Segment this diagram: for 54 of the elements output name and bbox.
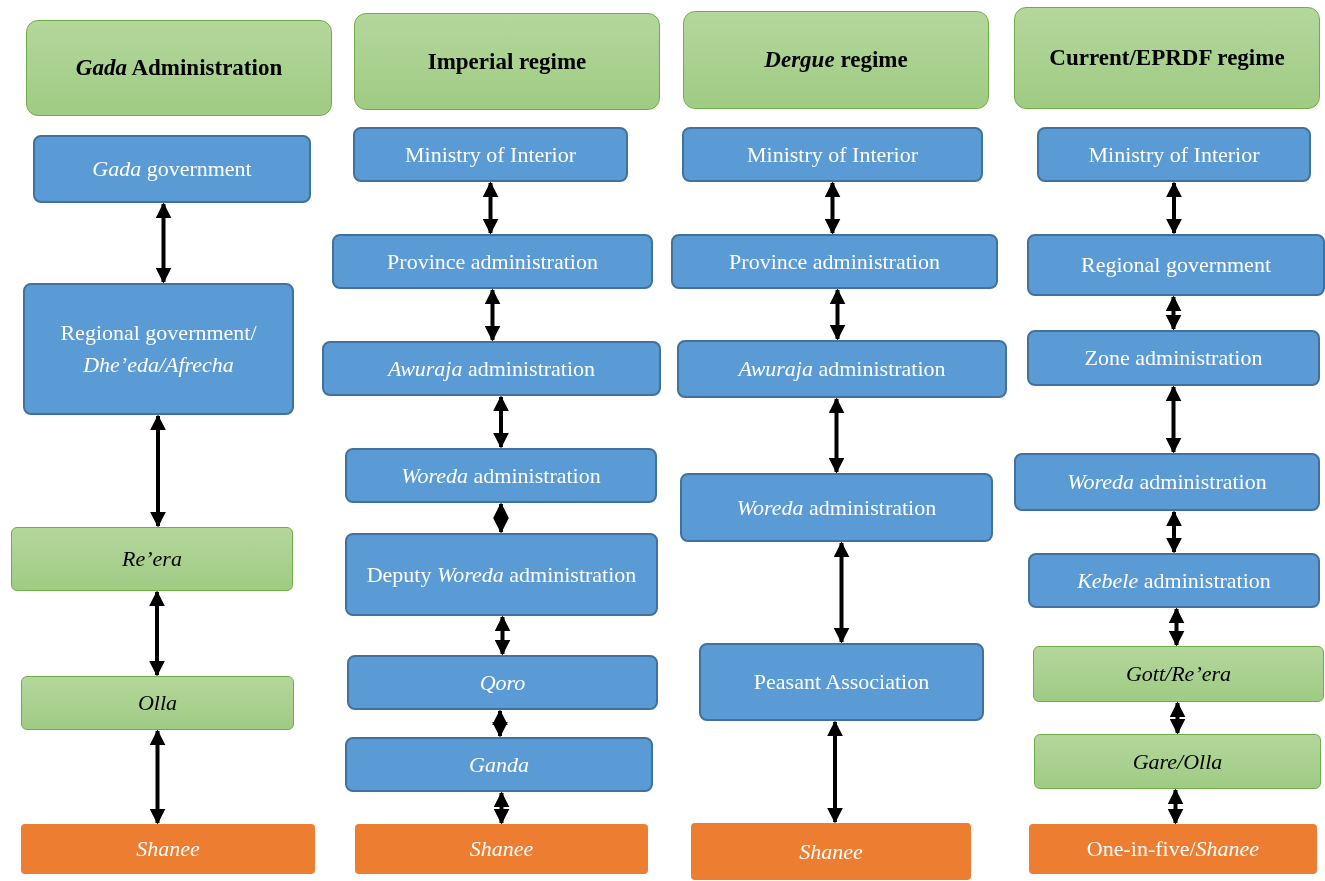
- admin-level-box: Province administration: [671, 234, 998, 289]
- double-arrow: [1167, 788, 1184, 825]
- double-arrow: [1166, 510, 1182, 554]
- regime-header-box: Current/EPRDF regime: [1014, 7, 1320, 109]
- admin-level-box: Woreda administration: [680, 473, 993, 542]
- double-arrow: [149, 729, 166, 825]
- double-arrow: [833, 541, 850, 644]
- admin-level-box: Ministry of Interior: [1037, 127, 1311, 182]
- double-arrow: [1168, 607, 1185, 647]
- admin-level-box: Woreda administration: [1014, 453, 1320, 511]
- admin-level-box: Awuraja administration: [322, 341, 661, 396]
- local-unit-box: Gott/Re’era: [1033, 646, 1324, 702]
- double-arrow: [482, 181, 499, 235]
- local-unit-box: Olla: [21, 676, 294, 730]
- admin-level-box: Province administration: [332, 234, 653, 289]
- double-arrow: [494, 615, 511, 656]
- local-unit-box: Gare/Olla: [1034, 734, 1321, 789]
- regime-header-box: Imperial regime: [354, 13, 660, 110]
- regime-header-box: Dergue regime: [683, 11, 989, 109]
- base-unit-box: One-in-five/Shanee: [1029, 824, 1317, 874]
- double-arrow: [1165, 385, 1182, 454]
- double-arrow: [492, 709, 508, 738]
- double-arrow: [827, 720, 843, 824]
- admin-level-box: Ministry of Interior: [353, 127, 628, 182]
- regime-header-box: Gada Administration: [26, 20, 332, 116]
- double-arrow: [150, 414, 166, 528]
- double-arrow: [828, 397, 845, 474]
- double-arrow: [149, 590, 165, 677]
- admin-level-box: Ministry of Interior: [682, 127, 983, 182]
- double-arrow: [484, 288, 501, 342]
- double-arrow: [493, 791, 510, 825]
- double-arrow: [1166, 181, 1182, 235]
- double-arrow: [1169, 701, 1186, 735]
- admin-level-box: Zone administration: [1027, 330, 1320, 386]
- admin-level-box: Ganda: [345, 737, 653, 792]
- double-arrow: [829, 288, 846, 341]
- double-arrow: [155, 202, 172, 284]
- admin-level-box: Deputy Woreda administration: [345, 533, 658, 616]
- admin-level-box: Qoro: [347, 655, 658, 710]
- admin-level-box: Awuraja administration: [677, 340, 1007, 398]
- double-arrow: [493, 502, 509, 534]
- local-unit-box: Re’era: [11, 527, 293, 591]
- base-unit-box: Shanee: [355, 824, 648, 874]
- base-unit-box: Shanee: [691, 823, 971, 880]
- admin-level-box: Regional government/ Dhe’eda/Afrecha: [23, 283, 294, 415]
- double-arrow: [824, 181, 841, 235]
- double-arrow: [1165, 295, 1182, 331]
- admin-level-box: Kebele administration: [1028, 553, 1320, 608]
- admin-level-box: Woreda administration: [345, 448, 657, 503]
- admin-level-box: Gada government: [33, 135, 311, 203]
- base-unit-box: Shanee: [21, 824, 315, 874]
- double-arrow: [493, 395, 509, 449]
- admin-level-box: Peasant Association: [699, 643, 984, 721]
- admin-level-box: Regional government: [1027, 234, 1325, 296]
